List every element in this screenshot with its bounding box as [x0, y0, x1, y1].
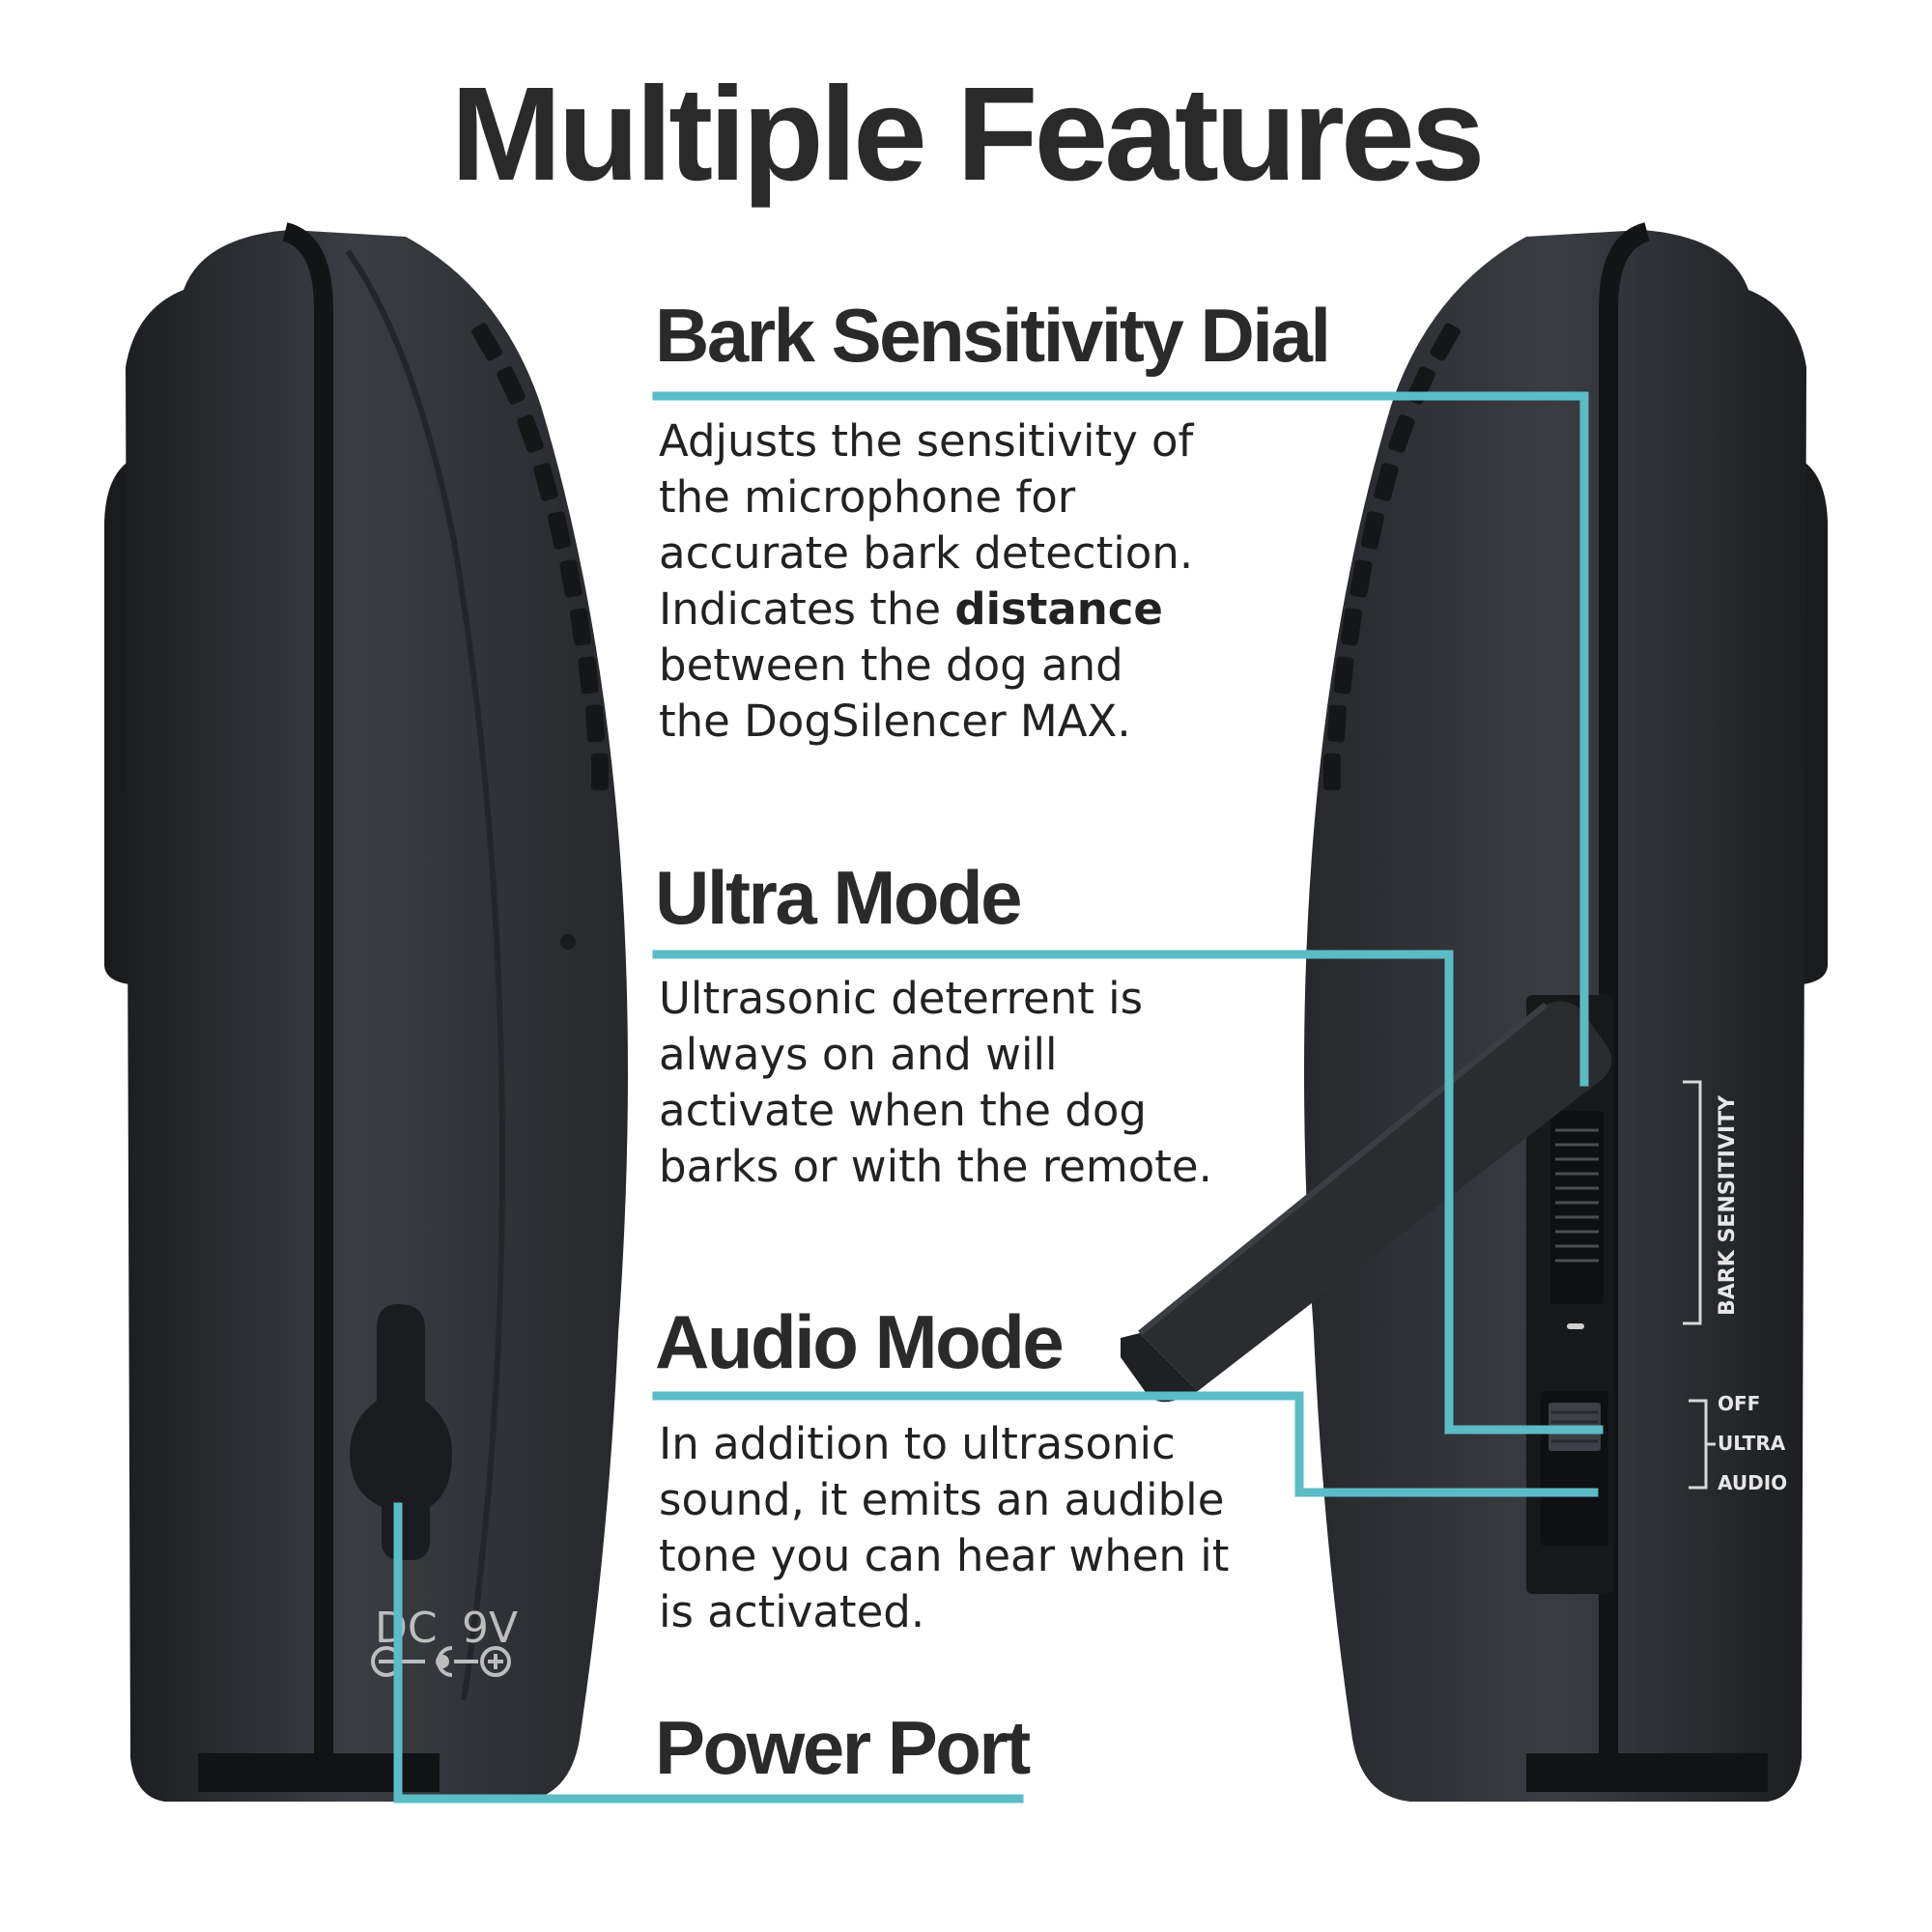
bark-sensitivity-label: BARK SENSITIVITY: [1716, 1094, 1740, 1316]
dc-label: DC: [375, 1604, 438, 1653]
bark-desc-line-6: the DogSilencer MAX.: [659, 696, 1131, 747]
ultra-mode-heading: Ultra Mode: [655, 855, 1023, 940]
audio-desc-line-4: is activated.: [659, 1586, 925, 1637]
mode-bracket: [1689, 1399, 1716, 1490]
polarity-symbol: [371, 1646, 511, 1677]
ultra-callout-line: [652, 950, 1604, 1435]
bark-desc-line-4-prefix: Indicates the: [659, 583, 955, 635]
audio-callout-line: [652, 1391, 1599, 1497]
ultra-desc-line-4: barks or with the remote.: [659, 1141, 1212, 1192]
left-device-side-view: DC 9V: [104, 222, 628, 1802]
ultra-label: ULTRA: [1718, 1432, 1786, 1455]
bark-desc-line-4: Indicates the distance: [659, 582, 1316, 638]
ultra-desc-line-2: always on and will: [659, 1029, 1058, 1080]
bark-sensitivity-description: Adjusts the sensitivity of the microphon…: [659, 413, 1316, 750]
power-callout-line: [393, 1502, 1024, 1804]
audio-desc-line-2: sound, it emits an audible: [659, 1474, 1225, 1525]
cover-flap: [1121, 1001, 1612, 1403]
callout-lines: [393, 391, 1604, 1804]
off-label: OFF: [1718, 1392, 1760, 1415]
audio-mode-heading: Audio Mode: [655, 1299, 1065, 1384]
bark-desc-line-1: Adjusts the sensitivity of: [659, 415, 1194, 467]
ultra-desc-line-1: Ultrasonic deterrent is: [659, 973, 1144, 1024]
bark-callout-line: [652, 391, 1589, 1087]
ultra-desc-line-3: activate when the dog: [659, 1085, 1147, 1136]
voltage-label: 9V: [462, 1604, 518, 1653]
bark-desc-line-2: the microphone for: [659, 471, 1076, 523]
audio-desc-line-1: In addition to ultrasonic: [659, 1418, 1176, 1469]
audio-desc-line-3: tone you can hear when it: [659, 1530, 1230, 1581]
power-port-heading: Power Port: [655, 1705, 1031, 1790]
sensitivity-dial: [1550, 1082, 1604, 1329]
bark-desc-line-5: between the dog and: [659, 639, 1123, 691]
bark-desc-line-3: accurate bark detection.: [659, 527, 1194, 579]
audio-label: AUDIO: [1718, 1471, 1787, 1494]
bark-sensitivity-bracket: [1683, 1080, 1702, 1325]
mode-switch: [1541, 1391, 1608, 1546]
bark-sensitivity-heading: Bark Sensitivity Dial: [655, 293, 1331, 378]
audio-mode-description: In addition to ultrasonic sound, it emit…: [659, 1416, 1316, 1640]
bark-desc-distance-emphasis: distance: [954, 583, 1163, 635]
page-title: Multiple Features: [450, 60, 1486, 209]
ultra-mode-description: Ultrasonic deterrent is always on and wi…: [659, 971, 1316, 1195]
